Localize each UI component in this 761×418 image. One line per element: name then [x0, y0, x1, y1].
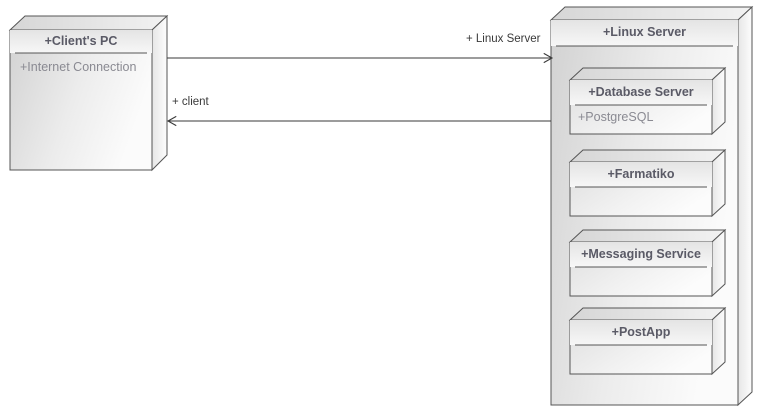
database-server-top-face — [568, 67, 727, 81]
client-pc-title-bar — [10, 30, 152, 53]
postapp-top-face — [568, 307, 727, 321]
linux-server-side-face — [737, 5, 753, 407]
database-server-title-bar — [570, 80, 712, 105]
messaging-service-title-bar — [570, 242, 712, 267]
farmatiko-title-bar — [570, 162, 712, 187]
postapp-title-bar — [570, 320, 712, 345]
messaging-service-side-face — [711, 228, 726, 298]
linux-server-title-bar — [551, 20, 738, 46]
linux-server-top-face — [549, 6, 754, 21]
postapp-side-face — [711, 306, 726, 376]
messaging-service-top-face — [568, 229, 727, 243]
database-server-side-face — [711, 66, 726, 136]
node-farmatiko[interactable] — [568, 148, 727, 218]
farmatiko-side-face — [711, 148, 726, 218]
client-pc-side-face — [151, 14, 168, 172]
node-messaging-service[interactable] — [568, 228, 727, 298]
node-postapp[interactable] — [568, 306, 727, 376]
node-client-pc[interactable] — [8, 14, 169, 172]
client-pc-top-face — [8, 15, 169, 31]
farmatiko-top-face — [568, 149, 727, 163]
node-database-server[interactable] — [568, 66, 727, 136]
